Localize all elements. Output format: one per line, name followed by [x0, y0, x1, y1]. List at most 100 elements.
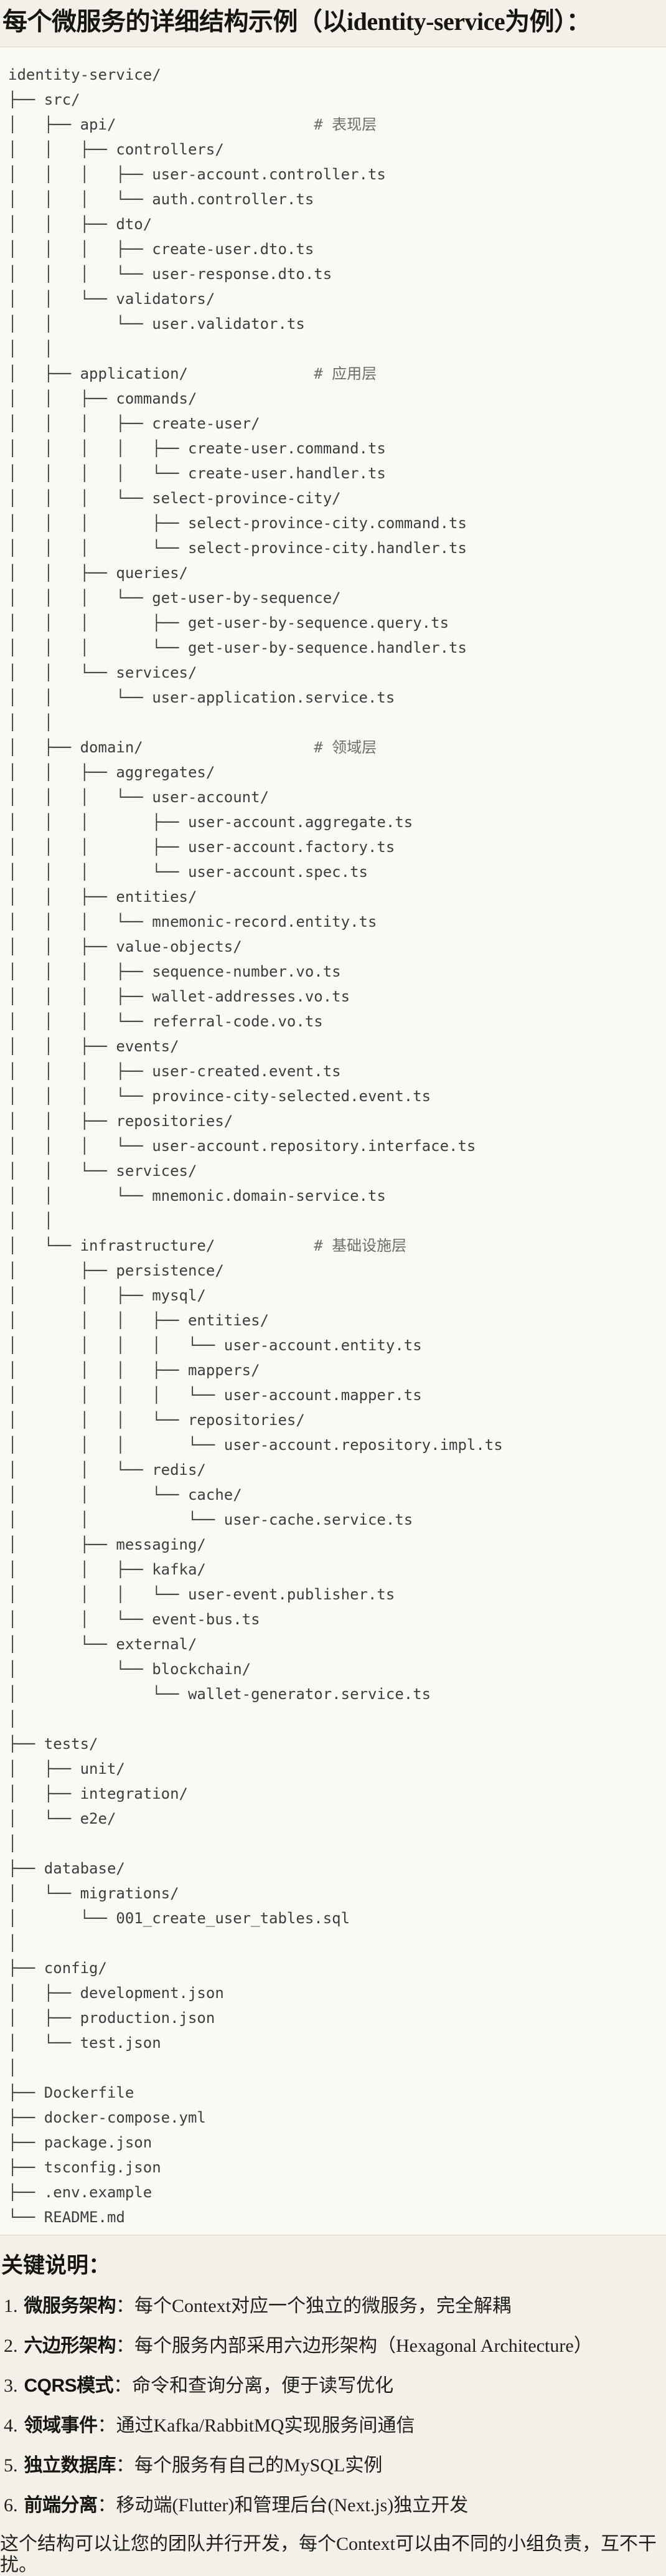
- tree-line: │ │ │ └── user-account.spec.ts: [8, 863, 368, 881]
- tree-line: │ │ └── event-bus.ts: [8, 1611, 260, 1628]
- tree-line: ├── .env.example: [8, 2184, 152, 2201]
- note-item-desc: ：每个服务有自己的MySQL实例: [116, 2455, 383, 2476]
- tree-line: │ │ │ ├── user-account.aggregate.ts: [8, 813, 413, 831]
- note-item-3: 3.CQRS模式：命令和查询分离，便于读写优化: [4, 2375, 666, 2397]
- tree-line: │ │ │ ├── create-user.dto.ts: [8, 240, 314, 258]
- tree-line: │ │ │ ├── mappers/: [8, 1361, 260, 1379]
- note-item-desc: ：每个服务内部采用六边形架构（Hexagonal Architecture）: [116, 2336, 593, 2356]
- tree-line: ├── Dockerfile: [8, 2084, 134, 2101]
- tree-line-comment: # 基础设施层: [314, 1237, 407, 1254]
- tree-line: identity-service/: [8, 66, 161, 83]
- tree-line: │ │ └── user-cache.service.ts: [8, 1511, 413, 1528]
- tree-line: │ │ │ │ └── user-account.entity.ts: [8, 1337, 422, 1354]
- tree-line: │ │ └── user.validator.ts: [8, 315, 305, 333]
- tree-line: │ │ └── redis/: [8, 1461, 206, 1479]
- note-item-2: 2.六边形架构：每个服务内部采用六边形架构（Hexagonal Architec…: [4, 2336, 666, 2357]
- tree-line: │ └── blockchain/: [8, 1660, 251, 1678]
- tree-line: │ │ ├── dto/: [8, 215, 152, 233]
- closing-note: 这个结构可以让您的团队并行开发，每个Context可以由不同的小组负责，互不干扰…: [0, 2534, 657, 2575]
- tree-line-comment: # 领域层: [314, 739, 377, 756]
- tree-line: │ └── migrations/: [8, 1885, 179, 1902]
- tree-line: ├── database/: [8, 1860, 125, 1877]
- directory-tree: identity-service/├── src/│ ├── api/ # 表现…: [8, 62, 656, 2230]
- note-item-label: 前端分离: [24, 2495, 98, 2516]
- tree-line: │ │ │ └── get-user-by-sequence.handler.t…: [8, 639, 467, 656]
- tree-line: │ └── e2e/: [8, 1810, 116, 1827]
- tree-line: │ ├── application/ # 应用层: [8, 365, 377, 382]
- tree-line: │: [8, 1934, 17, 1952]
- tree-line: ├── docker-compose.yml: [8, 2109, 206, 2126]
- tree-line: │ │ └── services/: [8, 664, 197, 681]
- tree-line: │ │ └── validators/: [8, 290, 215, 308]
- tree-line: │ │ │ └── user-account.repository.impl.t…: [8, 1436, 503, 1454]
- note-item-label: 六边形架构: [24, 2336, 116, 2356]
- tree-line: │ │ └── mnemonic.domain-service.ts: [8, 1187, 386, 1205]
- tree-line: ├── package.json: [8, 2134, 152, 2151]
- note-item-label: 独立数据库: [24, 2455, 116, 2476]
- note-item-4: 4.领域事件：通过Kafka/RabbitMQ实现服务间通信: [4, 2415, 666, 2436]
- tree-line: │ │ │ ├── create-user/: [8, 415, 260, 432]
- tree-line: │ │ │ ├── user-created.event.ts: [8, 1063, 341, 1080]
- tree-line: │ │ │ ├── user-account.factory.ts: [8, 838, 395, 856]
- tree-line: │ │ ├── value-objects/: [8, 938, 242, 955]
- note-item-1: 1. 微服务架构：每个Context对应一个独立的微服务，完全解耦: [4, 2296, 666, 2317]
- tree-line: │ └── infrastructure/ # 基础设施层: [8, 1237, 407, 1254]
- tree-line: │ └── test.json: [8, 2034, 161, 2052]
- tree-line: ├── tests/: [8, 1735, 98, 1753]
- note-item-desc: ：通过Kafka/RabbitMQ实现服务间通信: [97, 2415, 415, 2436]
- note-item-number: 6.: [4, 2495, 18, 2516]
- tree-line: │ │ │ └── referral-code.vo.ts: [8, 1013, 323, 1030]
- note-item-desc: ：移动端(Flutter)和管理后台(Next.js)独立开发: [97, 2495, 469, 2516]
- tree-line: │ ├── unit/: [8, 1760, 125, 1778]
- tree-line: │ └── 001_create_user_tables.sql: [8, 1910, 350, 1927]
- tree-line: │: [8, 2059, 17, 2076]
- note-item-desc: ：每个Context对应一个独立的微服务，完全解耦: [116, 2296, 511, 2316]
- tree-line: │ │ │ ├── select-province-city.command.t…: [8, 514, 467, 532]
- tree-line: │ │ │ │ └── user-account.mapper.ts: [8, 1386, 422, 1404]
- tree-line: │ │ │ └── select-province-city.handler.t…: [8, 539, 467, 557]
- tree-line: │ │ │ ├── entities/: [8, 1312, 270, 1329]
- tree-line: │ │ ├── mysql/: [8, 1287, 206, 1304]
- tree-line-comment: # 表现层: [314, 116, 377, 133]
- tree-line: │ │: [8, 340, 54, 358]
- note-item-number: 3.: [4, 2375, 18, 2396]
- tree-line: │ │ │ ├── sequence-number.vo.ts: [8, 963, 341, 980]
- tree-line: │ │ └── cache/: [8, 1486, 242, 1503]
- tree-line: │ └── wallet-generator.service.ts: [8, 1685, 431, 1703]
- tree-line: ├── config/: [8, 1959, 107, 1977]
- tree-line: │ │ │ └── province-city-selected.event.t…: [8, 1087, 431, 1105]
- tree-line: │ ├── integration/: [8, 1785, 188, 1802]
- tree-line: │ │ │ └── select-province-city/: [8, 490, 341, 507]
- tree-line: │: [8, 1835, 17, 1852]
- tree-line: │ │ │ │ ├── create-user.command.ts: [8, 440, 386, 457]
- tree-line: │ │: [8, 714, 54, 731]
- tree-line: │ │ │ ├── user-account.controller.ts: [8, 166, 386, 183]
- tree-line: │ ├── api/ # 表现层: [8, 116, 377, 133]
- tree-line: │ │ │ └── auth.controller.ts: [8, 191, 314, 208]
- page-title: 每个微服务的详细结构示例（以identity-service为例）：: [2, 7, 591, 36]
- tree-line: │ ├── persistence/: [8, 1262, 224, 1279]
- tree-line: │ │ │ └── user-account.repository.interf…: [8, 1137, 476, 1155]
- tree-line: │ │ ├── repositories/: [8, 1112, 233, 1130]
- tree-line: │ │ └── services/: [8, 1162, 197, 1180]
- tree-line: │ └── external/: [8, 1636, 197, 1653]
- note-item-label: 领域事件: [24, 2415, 98, 2436]
- tree-line: │ │ │ │ └── create-user.handler.ts: [8, 465, 386, 482]
- tree-line: │ │ │ ├── get-user-by-sequence.query.ts: [8, 614, 449, 632]
- tree-line: │ │ ├── commands/: [8, 390, 197, 407]
- tree-line: │ │ │ └── user-response.dto.ts: [8, 265, 332, 283]
- tree-line: │ ├── messaging/: [8, 1536, 206, 1553]
- tree-line: │ │ ├── entities/: [8, 888, 197, 906]
- tree-line: │ ├── domain/ # 领域层: [8, 739, 377, 756]
- note-item-label: 微服务架构: [24, 2296, 116, 2316]
- tree-line: └── README.md: [8, 2209, 125, 2226]
- tree-line: │ │ ├── queries/: [8, 564, 188, 582]
- tree-line: │ │ └── user-application.service.ts: [8, 689, 395, 706]
- tree-line: │ │ ├── aggregates/: [8, 764, 215, 781]
- note-item-6: 6. 前端分离：移动端(Flutter)和管理后台(Next.js)独立开发: [4, 2495, 666, 2516]
- tree-line: │ │ │ └── user-account/: [8, 788, 270, 806]
- code-block: identity-service/├── src/│ ├── api/ # 表现…: [0, 47, 666, 2235]
- tree-line: │ │ │ ├── wallet-addresses.vo.ts: [8, 988, 350, 1005]
- notes-list: 1. 微服务架构：每个Context对应一个独立的微服务，完全解耦 2.六边形架构：…: [0, 2296, 666, 2516]
- note-item-number: 1.: [4, 2296, 18, 2316]
